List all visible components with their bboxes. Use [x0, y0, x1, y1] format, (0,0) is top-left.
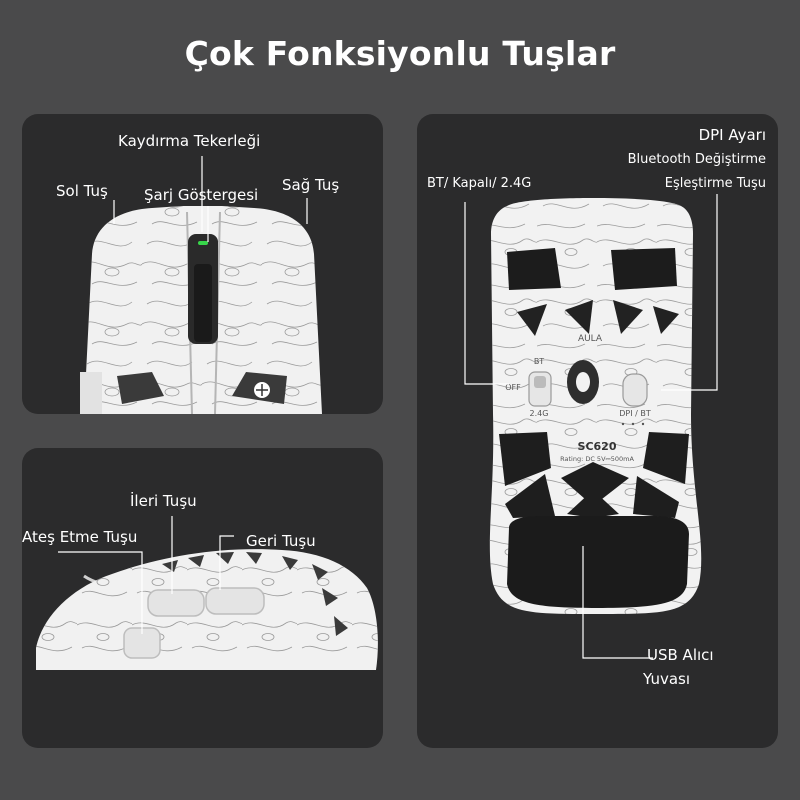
brand-text: AULA	[578, 334, 603, 344]
scroll-wheel	[194, 264, 212, 342]
side-view-panel: İleri Tuşu Ateş Etme Tuşu Geri Tuşu	[22, 448, 383, 748]
rating-text: Rating: DC 5V⎓500mA	[560, 455, 634, 463]
svg-text:DPI / BT: DPI / BT	[619, 409, 651, 418]
bottom-view-panel: AULA BT OFF 2.4G DPI / BT SC620 Rating: …	[417, 114, 778, 748]
mouse-bottom-view-image: AULA BT OFF 2.4G DPI / BT SC620 Rating: …	[464, 194, 718, 659]
mode-switch-label: BT/ Kapalı/ 2.4G	[427, 176, 532, 191]
usb-receiver-slot	[507, 516, 689, 608]
skate-front-left	[507, 248, 561, 290]
usb-slot-label-line2: Yuvası	[643, 670, 690, 688]
scroll-wheel-label: Kaydırma Tekerleği	[118, 132, 261, 150]
page-title: Çok Fonksiyonlu Tuşlar	[184, 34, 616, 73]
forward-button-label: İleri Tuşu	[130, 492, 197, 510]
charge-indicator-led	[198, 241, 208, 245]
svg-text:BT: BT	[534, 357, 544, 366]
svg-text:2.4G: 2.4G	[530, 409, 549, 418]
mouse-top-view-image	[80, 156, 322, 414]
mouse-side-view-image	[36, 516, 378, 670]
model-text: SC620	[578, 440, 617, 453]
pair-button-label: Eşleştirme Tuşu	[664, 176, 766, 191]
back-button-shape	[205, 587, 265, 615]
pair-button-shape	[622, 373, 648, 407]
top-view-panel: Kaydırma Tekerleği Sol Tuş Şarj Gösterge…	[22, 114, 383, 414]
fire-button-label: Ateş Etme Tuşu	[22, 528, 138, 546]
skate-front-right	[611, 248, 677, 290]
left-button-label: Sol Tuş	[56, 182, 108, 200]
right-button-label: Sağ Tuş	[282, 176, 340, 194]
svg-text:OFF: OFF	[505, 383, 521, 392]
bluetooth-switch-label: Bluetooth Değiştirme	[627, 152, 766, 167]
dpi-label: DPI Ayarı	[698, 126, 766, 144]
back-button-label: Geri Tuşu	[246, 532, 316, 550]
forward-button-shape	[147, 589, 205, 617]
usb-slot-label-line1: USB Alıcı	[647, 646, 714, 664]
charge-indicator-label: Şarj Göstergesi	[144, 186, 259, 204]
